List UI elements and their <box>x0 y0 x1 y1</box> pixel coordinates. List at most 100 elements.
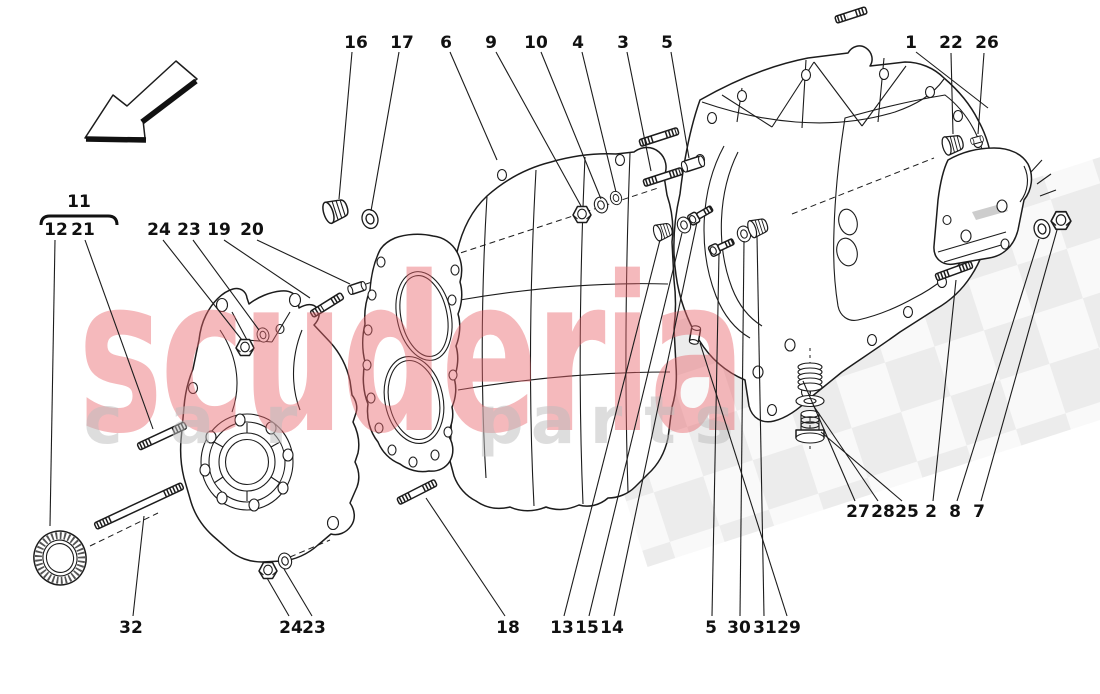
callout-leader-27 <box>802 380 856 502</box>
part-7-nut <box>1050 210 1072 231</box>
callout-label-31: 31 <box>753 618 777 638</box>
callout-label-14: 14 <box>600 618 624 638</box>
callout-label-9: 9 <box>485 33 497 53</box>
callout-leader-18 <box>425 497 506 617</box>
part-3-stud <box>642 167 684 187</box>
callout-label-22: 22 <box>939 33 963 53</box>
callout-leader-2 <box>932 279 957 502</box>
callout-label-13: 13 <box>550 618 574 638</box>
callout-label-8: 8 <box>949 502 961 522</box>
callout-leader-29 <box>699 342 788 617</box>
spring-27 <box>797 362 823 392</box>
callout-label-19: 19 <box>207 220 231 240</box>
group-11-bracket: 11 <box>39 192 119 226</box>
callout-label-23: 23 <box>177 220 201 240</box>
callout-label-28: 28 <box>871 502 895 522</box>
part-stud-top-edge <box>834 6 868 24</box>
callout-label-25: 25 <box>895 502 919 522</box>
callout-leader-8 <box>956 238 1040 502</box>
part-2-stud <box>934 261 974 281</box>
tagline-letter-p: p <box>476 382 523 459</box>
callout-label-4: 4 <box>572 33 584 53</box>
callout-leader-19 <box>223 239 311 299</box>
part-21-stud <box>136 421 188 451</box>
part-9-nut <box>572 205 592 224</box>
callout-label-27: 27 <box>846 502 870 522</box>
callout-label-32: 32 <box>119 618 143 638</box>
callout-label-3: 3 <box>617 33 629 53</box>
callout-label-17: 17 <box>390 33 414 53</box>
callout-leader-3 <box>626 51 652 172</box>
callout-label-16: 16 <box>344 33 368 53</box>
callout-label-24: 24 <box>147 220 171 240</box>
part-19-stud <box>309 292 345 318</box>
callout-leader-30 <box>739 240 745 617</box>
callout-leader-4 <box>581 51 617 193</box>
callout-leader-22 <box>950 52 954 135</box>
callout-leader-25 <box>820 431 903 502</box>
callout-leader-23 <box>283 568 313 617</box>
callout-label-7: 7 <box>973 502 985 522</box>
callout-label-21: 21 <box>71 220 95 240</box>
callout-label-11: 11 <box>67 192 91 212</box>
diagram-line-art <box>33 6 1072 586</box>
part-17-washer <box>358 206 382 232</box>
flange-bolt-holes <box>199 413 294 512</box>
part-stud-upper <box>638 127 680 147</box>
tagline-letter-r: r <box>590 382 623 459</box>
callout-leader-14 <box>613 221 698 617</box>
part-18-stud <box>396 479 438 505</box>
flange-spokes <box>213 423 281 501</box>
callout-label-20: 20 <box>240 220 264 240</box>
callout-label-24: 24 <box>279 618 303 638</box>
callout-leader-23 <box>192 239 260 331</box>
part-12-stud-long <box>93 482 185 530</box>
callout-leader-26 <box>977 52 985 135</box>
callout-label-29: 29 <box>777 618 801 638</box>
gasket-bolt-holes <box>362 256 460 468</box>
callout-leader-13 <box>563 239 661 617</box>
part-main-casing <box>673 45 993 423</box>
callout-label-5: 5 <box>661 33 673 53</box>
tagline-letter-a: a <box>531 382 576 459</box>
callout-leader-24 <box>162 239 243 341</box>
callout-leader-31 <box>756 235 765 617</box>
callout-leader-21 <box>84 239 154 430</box>
callout-label-6: 6 <box>440 33 452 53</box>
part-gasket-plate <box>362 233 463 473</box>
part-side-cover <box>179 287 360 563</box>
direction-arrow-icon <box>84 60 198 143</box>
callout-label-30: 30 <box>727 618 751 638</box>
callout-label-2: 2 <box>925 502 937 522</box>
tagline-letter-r: r <box>265 382 298 459</box>
callout-leader-7 <box>980 229 1058 502</box>
brand-watermark: scuderia <box>78 230 743 481</box>
plug-25 <box>795 409 825 444</box>
callout-label-26: 26 <box>975 33 999 53</box>
callout-leader-10 <box>540 51 602 200</box>
tagline-letter-a: a <box>170 382 215 459</box>
callout-leader-6 <box>449 51 498 161</box>
callout-label-1: 1 <box>905 33 917 53</box>
callout-label-18: 18 <box>496 618 520 638</box>
callout-leader-12 <box>49 239 56 527</box>
callout-label-23: 23 <box>302 618 326 638</box>
callout-leader-17 <box>370 51 400 212</box>
callout-leader-5 <box>670 51 690 159</box>
part-32-seal-ring <box>33 530 87 586</box>
callout-leader-24 <box>266 577 290 617</box>
callout-leader-16 <box>338 51 353 200</box>
callout-label-5: 5 <box>705 618 717 638</box>
callout-label-12: 12 <box>44 220 68 240</box>
assembly-axis-dash-seal <box>89 512 159 547</box>
part-rear-casing-partial <box>933 147 1057 266</box>
callout-label-10: 10 <box>524 33 548 53</box>
checkered-flag-watermark <box>570 153 1100 567</box>
part-24-nut-bottom <box>258 561 278 580</box>
tagline-letter-s: s <box>694 382 733 459</box>
callout-label-15: 15 <box>575 618 599 638</box>
callout-leader-15 <box>588 232 683 617</box>
callout-leader-32 <box>132 515 145 617</box>
